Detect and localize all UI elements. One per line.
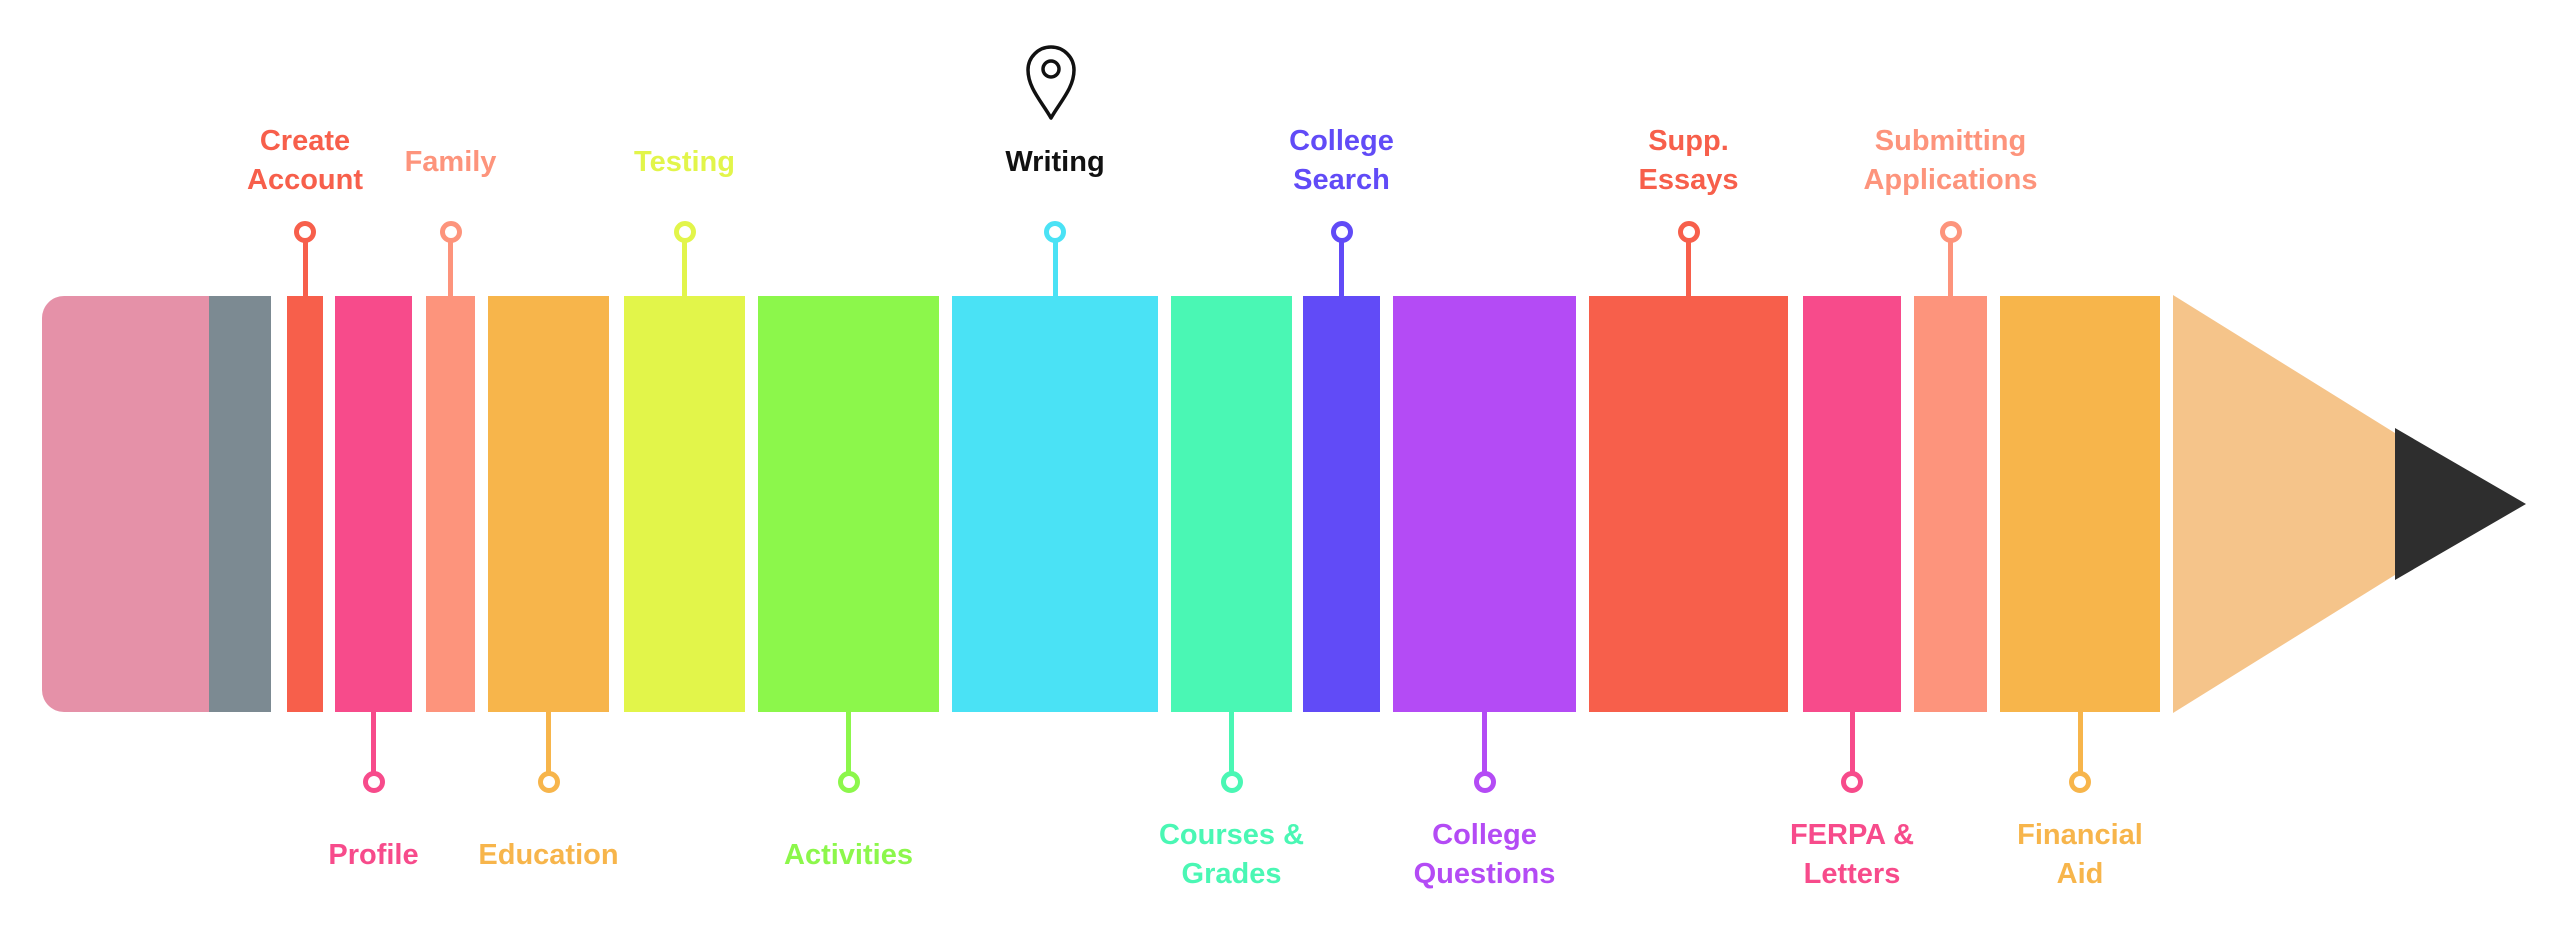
milestone-label-supp-essays: Supp. Essays	[1529, 122, 1849, 200]
segment-education	[488, 296, 609, 712]
label-line: Family	[404, 146, 497, 178]
milestone-marker	[294, 221, 316, 243]
label-line: Writing	[1005, 146, 1105, 178]
label-line: Essays	[1638, 164, 1739, 196]
milestone-label-writing: Writing	[895, 143, 1215, 182]
connector-line	[546, 710, 551, 772]
label-line: Account	[247, 164, 363, 196]
milestone-marker	[1044, 221, 1066, 243]
map-pin-icon	[1026, 45, 1076, 120]
milestone-label-profile: Profile	[214, 836, 534, 875]
milestone-marker	[1677, 221, 1700, 243]
milestone-marker	[1939, 221, 1962, 243]
milestone-marker	[1841, 771, 1863, 793]
milestone-label-courses-grades: Courses & Grades	[1072, 816, 1392, 894]
segment-profile	[335, 296, 412, 712]
label-line: Search	[1293, 164, 1390, 196]
segment-submitting-applications	[1914, 296, 1987, 712]
label-line: Financial	[2017, 819, 2143, 851]
label-line: Education	[478, 839, 619, 871]
connector-line	[448, 242, 453, 298]
label-line: Supp.	[1648, 125, 1729, 157]
segment-college-questions	[1393, 296, 1576, 712]
connector-line	[1482, 710, 1487, 772]
label-line: Testing	[634, 146, 735, 178]
milestone-label-ferpa-letters: FERPA & Letters	[1692, 816, 2012, 894]
label-line: Submitting	[1874, 125, 2027, 157]
connector-line	[682, 242, 687, 298]
connector-line	[1052, 242, 1058, 298]
milestone-marker	[1473, 771, 1496, 793]
label-line: Questions	[1413, 858, 1556, 890]
connector-line	[1229, 710, 1234, 772]
connector-line	[1686, 242, 1691, 298]
milestone-marker	[1220, 771, 1243, 793]
pencil-eraser	[42, 296, 209, 712]
milestone-marker	[537, 771, 560, 793]
connector-line	[1849, 710, 1855, 772]
milestone-marker	[362, 771, 385, 793]
milestone-marker	[2069, 771, 2091, 793]
segment-activities	[758, 296, 939, 712]
segment-supp-essays	[1589, 296, 1788, 712]
milestone-marker	[439, 221, 462, 243]
pencil-wood	[2173, 295, 2395, 713]
connector-line	[371, 710, 376, 772]
milestone-label-family: Family	[291, 143, 611, 182]
segment-courses-grades	[1171, 296, 1292, 712]
label-line: Grades	[1181, 858, 1282, 890]
label-line: Profile	[328, 839, 419, 871]
segment-financial-aid	[2000, 296, 2160, 712]
milestone-label-activities: Activities	[689, 836, 1009, 875]
segment-writing	[952, 296, 1158, 712]
milestone-label-testing: Testing	[525, 143, 845, 182]
milestone-label-education: Education	[389, 836, 709, 875]
label-line: FERPA &	[1789, 819, 1915, 851]
milestone-marker	[1330, 221, 1353, 243]
label-line: Aid	[2056, 858, 2104, 890]
segment-college-search	[1303, 296, 1380, 712]
connector-line	[2077, 710, 2083, 772]
label-line: Create	[259, 125, 351, 157]
milestone-marker	[837, 771, 860, 793]
segment-testing	[624, 296, 745, 712]
label-line: College	[1432, 819, 1537, 851]
connector-line	[1948, 242, 1953, 298]
connector-line	[1339, 242, 1344, 298]
pencil-lead	[2395, 428, 2526, 580]
pencil-ferrule	[209, 296, 271, 712]
milestone-marker	[673, 221, 696, 243]
label-line: Applications	[1863, 164, 2038, 196]
connector-line	[846, 710, 851, 772]
label-line: Courses &	[1158, 819, 1305, 851]
segment-create-account	[287, 296, 323, 712]
segment-ferpa-letters	[1803, 296, 1901, 712]
connector-line	[302, 242, 308, 298]
label-line: Activities	[784, 839, 913, 871]
pencil-tip	[2173, 295, 2526, 713]
label-line: College	[1289, 125, 1394, 157]
segment-family	[426, 296, 475, 712]
label-line: Letters	[1803, 858, 1901, 890]
